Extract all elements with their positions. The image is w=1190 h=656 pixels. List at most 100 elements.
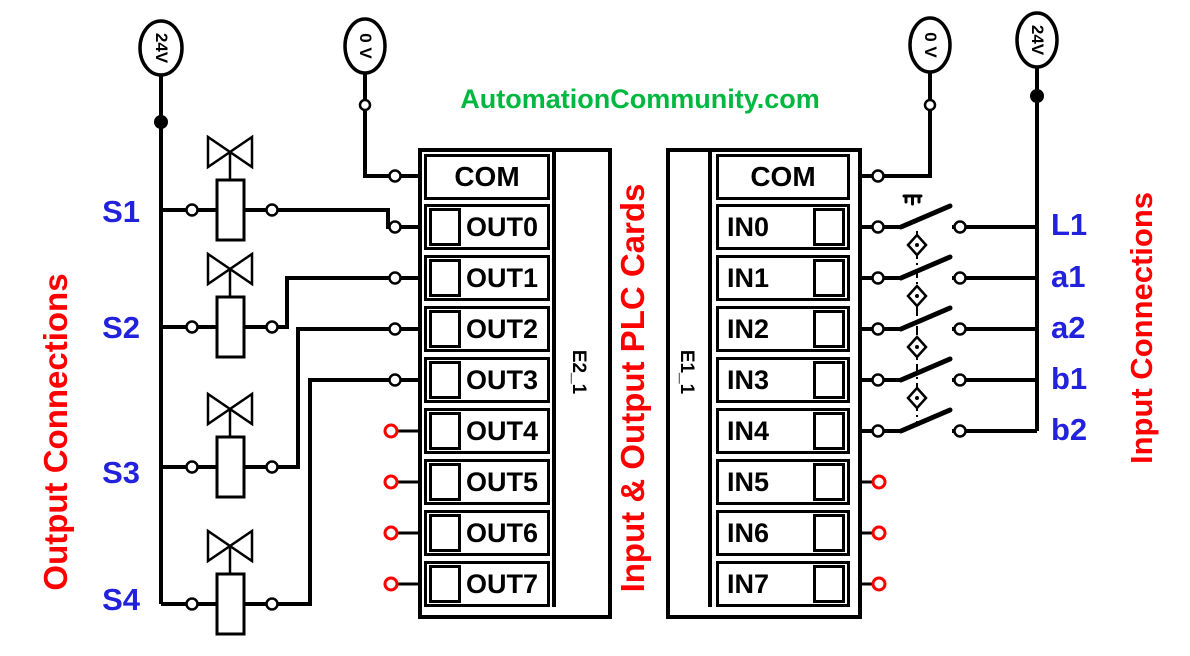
out3-label: OUT3: [466, 364, 539, 395]
terminal-square: [429, 463, 461, 501]
device-label-l1: L1: [1051, 207, 1088, 242]
input-card-com-cell: COM: [716, 154, 850, 200]
in3-label: IN3: [727, 364, 770, 395]
right-0v-circle: [908, 16, 952, 74]
output-card-cell-out1: OUT1: [424, 255, 550, 301]
out4-label: OUT4: [466, 415, 539, 446]
input-card-cell-in3: IN3: [716, 357, 850, 403]
section-label-input-connections: Input Connections: [1124, 191, 1159, 465]
output-card-cell-out3: OUT3: [424, 357, 550, 403]
input-card-cell-in5: IN5: [716, 459, 850, 505]
output-card-com-cell: COM: [424, 154, 550, 200]
input-card-cell-in2: IN2: [716, 306, 850, 352]
terminal-square: [813, 412, 845, 450]
right-24v-label: 24V: [1028, 24, 1047, 56]
out6-label: OUT6: [466, 517, 539, 548]
input-card-cell-in1: IN1: [716, 255, 850, 301]
left-24v-circle: [138, 19, 184, 77]
terminal-circles: [185, 98, 967, 611]
valve-s4: [206, 528, 254, 636]
device-label-a2: a2: [1051, 310, 1086, 345]
terminal-square: [429, 565, 461, 603]
in7-label: IN7: [727, 568, 770, 599]
input-card-cell-in7: IN7: [716, 561, 850, 607]
input-card-id: E1_1: [676, 349, 697, 395]
device-label-b2: b2: [1051, 412, 1088, 447]
terminal-square: [813, 208, 845, 246]
output-card-cell-out2: OUT2: [424, 306, 550, 352]
wire-s1-out0: [161, 208, 424, 229]
in5-label: IN5: [727, 466, 770, 497]
switch-b2-arm: [898, 407, 953, 434]
device-label-s4: S4: [102, 582, 140, 617]
device-label-s3: S3: [102, 455, 140, 490]
right-24v-circle: [1015, 11, 1059, 69]
valve-symbols: [206, 134, 254, 636]
stubs-out4-7: [397, 429, 424, 586]
open-terminals-red: [383, 423, 887, 592]
input-card-cell-in0: IN0: [716, 204, 850, 250]
terminal-square: [429, 208, 461, 246]
wire-s4-out3: [161, 378, 424, 606]
output-card-cell-out5: OUT5: [424, 459, 550, 505]
switch-b1-arm: [898, 356, 953, 383]
device-label-a1: a1: [1051, 259, 1086, 294]
left-0v-label: 0 V: [356, 33, 375, 59]
wire-s3-out2: [161, 327, 424, 469]
terminal-square: [813, 514, 845, 552]
section-label-io-plc-cards: Input & Output PLC Cards: [614, 183, 651, 593]
in0-label: IN0: [727, 211, 770, 242]
terminal-square: [429, 412, 461, 450]
terminal-square: [813, 463, 845, 501]
right-0v-label: 0 V: [921, 32, 940, 58]
input-card-cell-in6: IN6: [716, 510, 850, 556]
output-card-cell-out0: OUT0: [424, 204, 550, 250]
left-24v-label: 24V: [152, 32, 171, 64]
com-label: COM: [454, 161, 520, 192]
terminal-square: [429, 361, 461, 399]
terminal-square: [429, 514, 461, 552]
site-title: AutomationCommunity.com: [460, 84, 820, 114]
terminal-square: [813, 310, 845, 348]
in4-label: IN4: [727, 415, 770, 446]
out0-label: OUT0: [466, 211, 539, 242]
left-0v-circle: [343, 17, 387, 75]
terminal-square: [813, 361, 845, 399]
out2-label: OUT2: [466, 313, 539, 344]
section-label-output-connections: Output Connections: [37, 273, 74, 591]
input-card-divider: [708, 152, 712, 607]
in6-label: IN6: [727, 517, 770, 548]
out1-label: OUT1: [466, 262, 539, 293]
junction-dot-left: [154, 115, 168, 129]
output-card-cell-out6: OUT6: [424, 510, 550, 556]
output-card-id: E2_1: [568, 349, 589, 395]
in1-label: IN1: [727, 262, 770, 293]
wire-s2-out1: [161, 276, 424, 329]
switch-a2-arm: [898, 305, 953, 332]
junction-dot-right: [1030, 89, 1044, 103]
wire-0v-left-com: [363, 73, 424, 178]
power-circles: [138, 11, 1059, 77]
valve-s1: [206, 134, 254, 242]
terminal-square: [429, 310, 461, 348]
terminal-square: [813, 259, 845, 297]
output-card-cell-out4: OUT4: [424, 408, 550, 454]
terminal-square: [813, 565, 845, 603]
in2-label: IN2: [727, 313, 770, 344]
switch-actuator-flag: [902, 194, 923, 206]
valve-s3: [206, 391, 254, 499]
output-card-cell-out7: OUT7: [424, 561, 550, 607]
valve-s2: [206, 251, 254, 359]
switch-a1-arm: [898, 254, 953, 281]
device-label-s2: S2: [102, 310, 140, 345]
device-label-b1: b1: [1051, 361, 1088, 396]
out7-label: OUT7: [466, 568, 539, 599]
terminal-square: [429, 259, 461, 297]
com-label: COM: [750, 161, 816, 192]
output-card-divider: [552, 152, 556, 607]
device-label-s1: S1: [102, 194, 140, 229]
switch-linkage: [906, 231, 928, 423]
out5-label: OUT5: [466, 466, 539, 497]
